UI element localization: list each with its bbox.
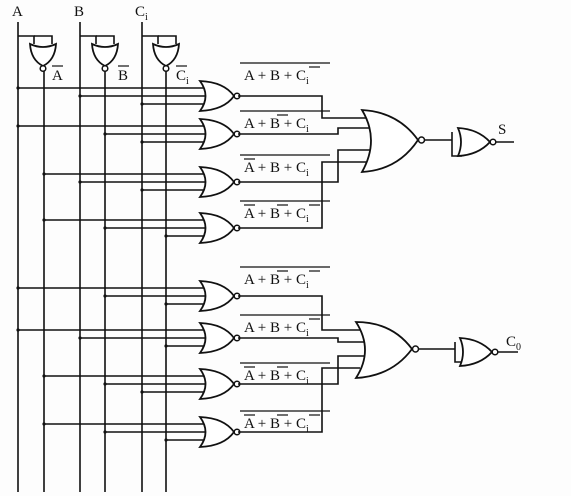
svg-text:A + B + Ci: A + B + Ci (244, 116, 309, 135)
nor-gate-8 (42, 416, 241, 448)
term-label-8: A + B + Ci (240, 410, 330, 435)
output-label-carry: C0 (506, 334, 521, 353)
term-label-3: A + B + Ci (240, 154, 330, 179)
inverter-b (80, 35, 119, 73)
input-label-ci: Ci (135, 4, 148, 23)
input-buses (17, 22, 167, 492)
term-label-1: A + B + Ci (240, 62, 330, 87)
term-label-7: A + B + Ci (240, 362, 330, 387)
nor-gate-1 (16, 80, 241, 112)
sum-inverter-gate (425, 127, 514, 157)
nor-gate-5 (16, 280, 241, 312)
nor-gate-4 (42, 212, 241, 244)
svg-text:A + B + Ci: A + B + Ci (244, 160, 309, 179)
nor-gate-6 (16, 322, 241, 354)
svg-text:A + B + Ci: A + B + Ci (244, 320, 309, 339)
inverted-label-ci: Ci (176, 68, 189, 87)
input-label-b: B (74, 4, 84, 20)
inverted-label-a: A (52, 68, 63, 84)
svg-text:A + B + Ci: A + B + Ci (244, 272, 309, 291)
term-label-6: A + B + Ci (240, 314, 330, 339)
term-labels: A + B + Ci A + B + Ci A + B + Ci A + B + Ci… (240, 62, 330, 435)
term-label-5: A + B + Ci (240, 266, 330, 291)
term-label-4: A + B + Ci (240, 200, 330, 225)
svg-text:A + B + Ci: A + B + Ci (244, 68, 309, 87)
inverter-ci (142, 35, 180, 73)
term-label-2: A + B + Ci (240, 110, 330, 135)
svg-text:A + B + Ci: A + B + Ci (244, 368, 309, 387)
carry-nor-gate (354, 321, 420, 379)
nor-gate-3 (42, 166, 241, 198)
inverted-label-b: B (118, 68, 128, 84)
nor-gate-7 (42, 368, 241, 400)
output-label-sum: S (498, 122, 506, 138)
nor-gate-2 (16, 118, 241, 150)
carry-inverter-gate (419, 337, 518, 367)
inverter-a (18, 35, 57, 73)
nor-gate-array (16, 80, 241, 448)
svg-text:A + B + Ci: A + B + Ci (244, 416, 309, 435)
interconnect-wires (238, 95, 370, 433)
sum-nor-gate (360, 109, 426, 173)
input-label-a: A (12, 4, 23, 20)
svg-text:A + B + Ci: A + B + Ci (244, 206, 309, 225)
